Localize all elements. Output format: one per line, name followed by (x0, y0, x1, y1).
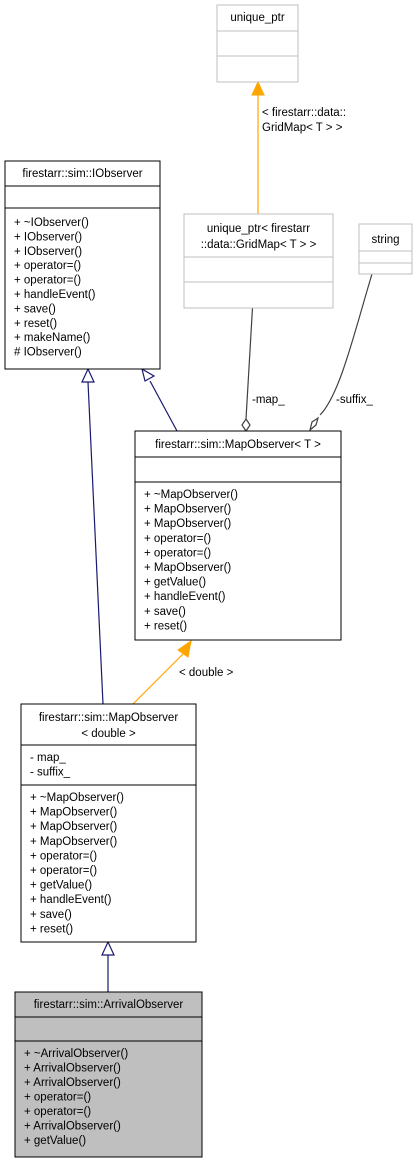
method-item: + MapObserver() (30, 821, 117, 833)
method-item: + IObserver() (14, 246, 82, 258)
attribute-item: - map_ (30, 752, 66, 764)
template-label-gridmap-line1: < firestarr::data:: (262, 107, 346, 119)
method-item: + MapObserver() (144, 562, 231, 574)
method-item: + save() (144, 606, 186, 618)
attribute-list: - map_ - suffix_ (30, 752, 71, 779)
class-mapobserver-double[interactable]: firestarr::sim::MapObserver < double > -… (20, 703, 197, 943)
class-mapobserver-t[interactable]: firestarr::sim::MapObserver< T > + ~MapO… (134, 430, 342, 641)
inheritance-edge-arrival-to-mapobserver-double (101, 940, 115, 992)
template-edge-double-to-t (132, 639, 192, 705)
method-item: + IObserver() (14, 231, 82, 243)
class-arrivalobserver[interactable]: firestarr::sim::ArrivalObserver + ~Arriv… (14, 991, 203, 1158)
class-title-line1: unique_ptr< firestarr (207, 223, 310, 235)
method-item: + operator=() (24, 1092, 91, 1104)
method-item: + reset() (144, 620, 187, 632)
method-item: + save() (14, 303, 56, 315)
method-item: + ~MapObserver() (30, 792, 124, 804)
method-item: + operator=() (14, 260, 81, 272)
method-list: + ~MapObserver() + MapObserver() + MapObse… (144, 489, 238, 632)
class-title-line2: < double > (81, 728, 136, 740)
method-item: + makeName() (14, 332, 91, 344)
method-item: + ~MapObserver() (144, 489, 238, 501)
template-edge-gridmap-to-unique-ptr (251, 80, 265, 214)
template-label-double: < double > (179, 667, 234, 679)
method-item: + MapObserver() (30, 836, 117, 848)
method-list: + ~MapObserver() + MapObserver() + MapObse… (30, 792, 124, 935)
method-item: + ArrivalObserver() (24, 1121, 121, 1133)
inheritance-edge-mapobserver-double-to-iobserver (81, 367, 104, 705)
method-item: + getValue() (144, 577, 206, 589)
method-item: + handleEvent() (14, 289, 96, 301)
method-item: + ~ArrivalObserver() (24, 1048, 128, 1060)
method-item: + MapObserver() (144, 518, 231, 530)
class-title: unique_ptr (230, 12, 285, 24)
method-item: + operator=() (24, 1106, 91, 1118)
method-item: + MapObserver() (144, 504, 231, 516)
method-item: + operator=() (14, 275, 81, 287)
usage-label-suffix: -suffix_ (336, 394, 373, 406)
method-item: + ArrivalObserver() (24, 1063, 121, 1075)
class-title: firestarr::sim::MapObserver< T > (155, 439, 321, 451)
method-item: + ~IObserver() (14, 217, 89, 229)
method-item: + handleEvent() (30, 894, 112, 906)
method-item: + operator=() (30, 850, 97, 862)
method-item: + handleEvent() (144, 591, 226, 603)
attribute-item: - suffix_ (30, 767, 71, 779)
class-unique-ptr[interactable]: unique_ptr (216, 4, 299, 83)
method-list: + ~ArrivalObserver() + ArrivalObserver() +… (24, 1048, 128, 1147)
method-item: + reset() (14, 318, 57, 330)
method-item: + MapObserver() (30, 807, 117, 819)
class-title: firestarr::sim::ArrivalObserver (34, 999, 184, 1011)
method-item: + ArrivalObserver() (24, 1077, 121, 1089)
class-title-line1: firestarr::sim::MapObserver (39, 712, 178, 724)
method-item: + reset() (30, 923, 73, 935)
method-item: # IObserver() (14, 347, 82, 359)
usage-label-map: -map_ (252, 394, 285, 406)
class-title-line2: ::data::GridMap< T > > (201, 239, 317, 251)
class-title: firestarr::sim::IObserver (22, 168, 142, 180)
usage-edge-suffix-member (308, 273, 373, 432)
inheritance-edge-mapobserver-t-to-iobserver (141, 367, 178, 432)
class-title: string (371, 234, 399, 246)
method-list: + ~IObserver() + IObserver() + IObserver()… (14, 217, 96, 359)
method-item: + operator=() (144, 547, 211, 559)
class-iobserver[interactable]: firestarr::sim::IObserver + ~IObserver()… (4, 160, 161, 370)
template-label-gridmap-line2: GridMap< T > > (262, 122, 343, 134)
class-unique-ptr-gridmap[interactable]: unique_ptr< firestarr ::data::GridMap< T… (183, 213, 334, 309)
class-string[interactable]: string (358, 223, 413, 275)
method-item: + operator=() (30, 865, 97, 877)
method-item: + save() (30, 909, 72, 921)
method-item: + operator=() (144, 533, 211, 545)
method-item: + getValue() (24, 1135, 86, 1147)
method-item: + getValue() (30, 880, 92, 892)
